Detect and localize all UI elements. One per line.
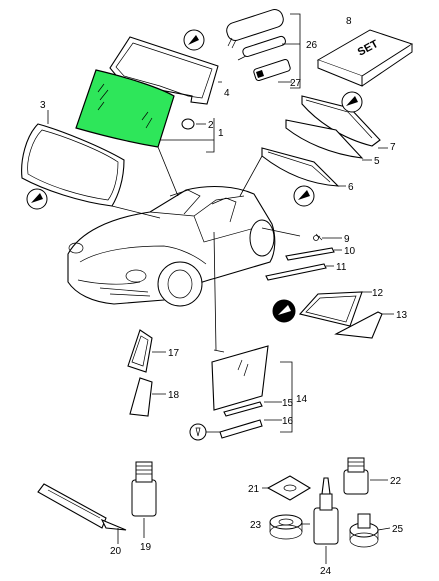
label-12: 12 (372, 288, 384, 299)
label-14: 14 (296, 394, 308, 405)
trim-strip-10[interactable] (285, 247, 335, 261)
tape-roll-23[interactable] (269, 514, 303, 540)
label-5: 5 (374, 156, 380, 167)
door-glass-14[interactable] (211, 345, 269, 411)
label-6: 6 (348, 182, 354, 193)
label-9: 9 (344, 234, 350, 245)
primer-bottle-19[interactable] (131, 461, 157, 517)
screw-part-9[interactable] (313, 233, 323, 241)
car-body (67, 186, 276, 307)
primer-bottle-22[interactable] (343, 457, 369, 495)
label-23: 23 (250, 520, 262, 531)
vent-window-glass-18[interactable] (129, 377, 153, 417)
label-10: 10 (344, 246, 356, 257)
rear-window-glass[interactable] (21, 123, 125, 207)
guide-rail-15[interactable] (223, 401, 263, 417)
pad-21[interactable] (266, 475, 312, 501)
label-13: 13 (396, 310, 408, 321)
adhesive-arrow-icon-rear (26, 188, 48, 210)
windshield-glass-highlighted[interactable] (75, 69, 175, 148)
applicator-25[interactable] (349, 513, 379, 548)
label-25: 25 (392, 524, 404, 535)
label-15: 15 (282, 398, 294, 409)
clip-part-2[interactable] (181, 118, 195, 130)
trim-strip-11[interactable] (265, 263, 327, 281)
quarter-window-12[interactable] (298, 291, 363, 327)
label-2: 2 (208, 120, 214, 131)
label-20: 20 (110, 546, 122, 557)
label-7: 7 (390, 142, 396, 153)
cartridge-icon[interactable] (225, 7, 291, 81)
guide-rail-16[interactable] (219, 419, 263, 439)
label-19: 19 (140, 542, 152, 553)
label-26: 26 (306, 40, 318, 51)
label-3: 3 (40, 100, 46, 111)
adhesive-arrow-icon-12 (272, 299, 296, 323)
label-4: 4 (224, 88, 230, 99)
label-24: 24 (320, 566, 332, 577)
label-22: 22 (390, 476, 402, 487)
adhesive-arrow-icon (183, 29, 205, 51)
vent-window-seal-17[interactable] (127, 329, 153, 373)
label-17: 17 (168, 348, 180, 359)
window-glass-part-5[interactable] (285, 119, 364, 159)
activator-bottle-24[interactable] (313, 477, 339, 545)
glass-set-box-icon[interactable]: SET (316, 29, 414, 87)
label-1: 1 (218, 128, 224, 139)
label-11: 11 (336, 262, 347, 273)
screw-icon-16 (189, 423, 207, 441)
label-18: 18 (168, 390, 180, 401)
adhesive-arrow-icon-7 (341, 91, 363, 113)
adhesive-arrow-icon-6 (293, 185, 315, 207)
label-21: 21 (248, 484, 260, 495)
window-glass-part-6[interactable] (261, 147, 340, 187)
adhesive-cartridge-20[interactable] (37, 483, 127, 531)
label-27: 27 (290, 78, 302, 89)
label-16: 16 (282, 416, 294, 427)
label-8: 8 (346, 16, 352, 27)
